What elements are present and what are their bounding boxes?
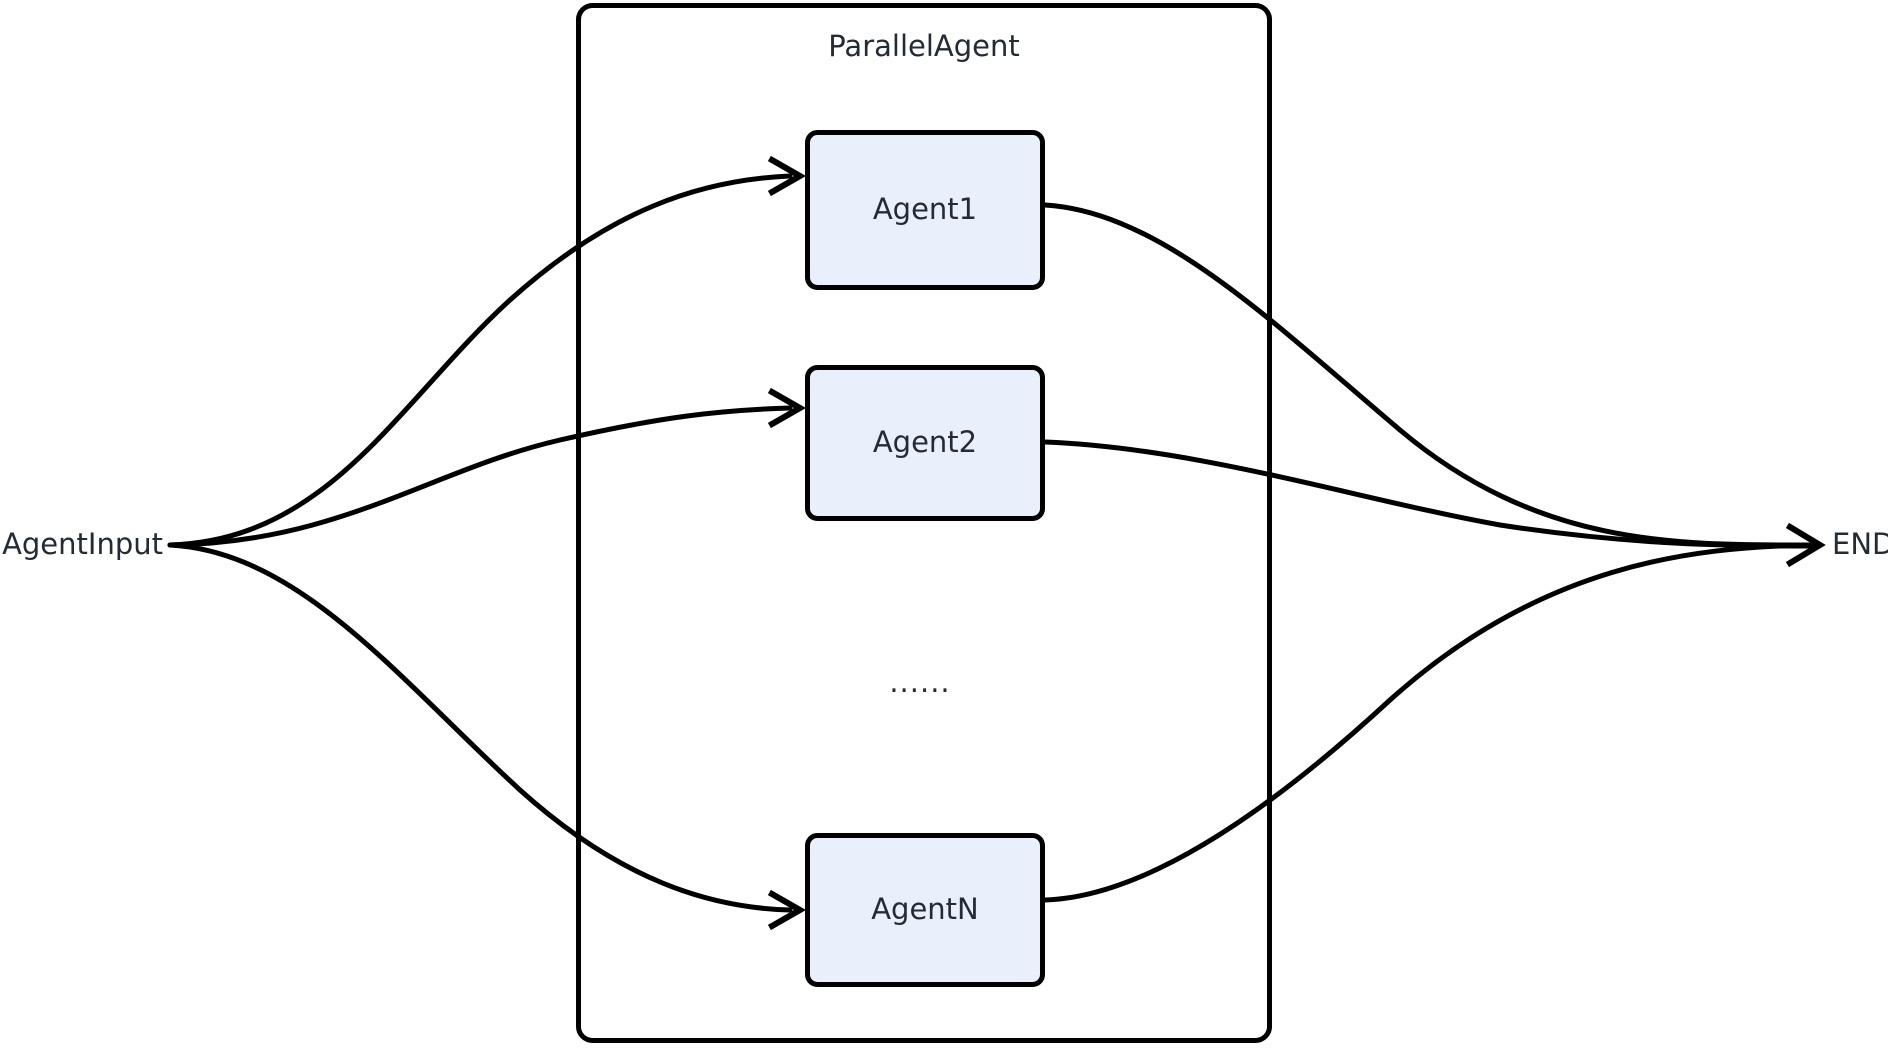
edge-path-agent2-end (1042, 439, 1815, 549)
node-agentn-box (805, 833, 1045, 987)
agent-nodes: Agent1 Agent2 AgentN (805, 130, 1045, 987)
node-agent2[interactable]: Agent2 (805, 365, 1045, 521)
arrowhead-input-agent2 (767, 387, 807, 429)
node-agentn[interactable]: AgentN (805, 833, 1045, 987)
edge-path-input-agent1 (167, 173, 793, 548)
node-agentn-label: AgentN (871, 892, 979, 926)
agent-input-label[interactable]: AgentInput (2, 527, 163, 561)
end-label[interactable]: END (1832, 527, 1888, 561)
container-border (576, 3, 1272, 1043)
node-agent1[interactable]: Agent1 (805, 130, 1045, 290)
edge-input-to-agent2[interactable] (167, 387, 807, 548)
outgoing-edges (1042, 202, 1826, 903)
arrowhead-input-agentN (767, 889, 807, 931)
edge-agent2-to-end[interactable] (1042, 439, 1815, 549)
container-title: ParallelAgent (828, 29, 1020, 63)
arrowhead-input-agent1 (767, 155, 807, 197)
ellipsis-more-agents: ...... (889, 665, 950, 699)
edge-path-input-agentN (167, 542, 793, 913)
node-agent2-label: Agent2 (873, 425, 977, 459)
parallel-agent-container[interactable]: ParallelAgent (576, 3, 1272, 1043)
node-agent1-label: Agent1 (873, 192, 977, 226)
arrowhead-end (1785, 522, 1826, 568)
edge-input-to-agentN[interactable] (167, 542, 807, 931)
node-agent1-box (805, 130, 1045, 290)
incoming-edges (167, 155, 807, 931)
edge-path-input-agent2 (167, 405, 793, 548)
node-agent2-box (805, 365, 1045, 521)
edge-input-to-agent1[interactable] (167, 155, 807, 548)
edge-path-agentN-end (1042, 542, 1815, 903)
edge-agentN-to-end[interactable] (1042, 542, 1815, 903)
